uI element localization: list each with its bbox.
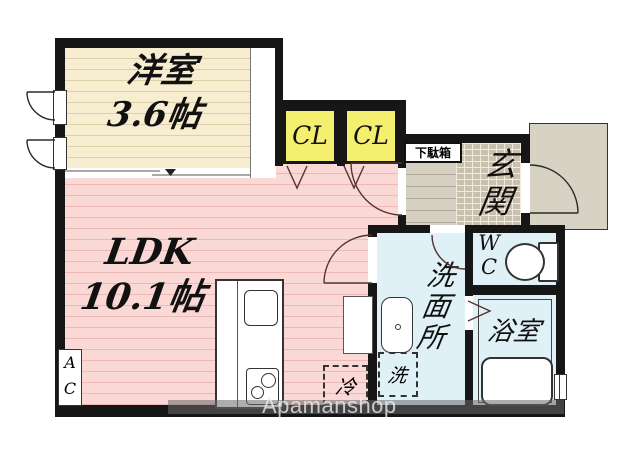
closet-left: CL — [283, 108, 337, 164]
wall-mid-horizontal — [368, 225, 565, 233]
washroom-char-2: 面 — [419, 289, 453, 323]
door-opening-bathroom — [465, 296, 473, 330]
washroom-char-3: 所 — [414, 320, 448, 354]
ac-label-c: C — [63, 378, 77, 398]
door-opening-entrance — [521, 163, 530, 213]
window-bathroom — [554, 374, 567, 400]
wall-closet-divider — [337, 103, 345, 166]
washroom-char-1: 洗 — [424, 259, 458, 292]
entrance-porch — [529, 123, 608, 230]
entrance-label: 玄 関 — [464, 145, 532, 222]
door-opening-hall-ldk — [398, 168, 406, 215]
ldk-size: 10.1帖 — [77, 276, 208, 318]
entrance-char-2: 関 — [475, 182, 515, 222]
ac-label-a: A — [64, 353, 76, 372]
western-room-name: 洋室 — [124, 51, 199, 91]
shoe-box: 下駄箱 — [404, 142, 462, 163]
hallway-floor-lines — [403, 174, 462, 225]
ldk-label: LDK 10.1帖 — [59, 230, 233, 320]
entrance-char-1: 玄 — [481, 145, 521, 184]
kitchen-counter — [215, 279, 284, 409]
sliding-partition — [65, 168, 250, 178]
door-opening-washroom-top — [430, 225, 465, 233]
wall-entrance-top — [402, 134, 530, 143]
toilet-bowl — [505, 243, 545, 281]
window-western-1 — [53, 90, 67, 125]
wall-right — [556, 225, 565, 417]
watermark-text: Apamanshop — [262, 393, 397, 418]
closet-left-label: CL — [292, 121, 328, 150]
kitchen-sink — [244, 290, 278, 326]
wall-top-western — [55, 38, 283, 48]
window-swing-1 — [26, 91, 56, 121]
wall-left — [55, 38, 65, 417]
closet-right: CL — [344, 108, 398, 164]
window-swing-2 — [26, 139, 56, 169]
washer-label: 洗 — [386, 365, 410, 387]
western-room-floor — [65, 48, 275, 168]
western-room-size: 3.6帖 — [104, 95, 205, 136]
stove — [246, 368, 279, 405]
closet-right-label: CL — [353, 121, 389, 150]
shoe-box-label: 下駄箱 — [414, 146, 451, 160]
wc-char-w: W — [478, 231, 500, 255]
ldk-name: LDK — [102, 231, 197, 273]
wc-label: W C — [472, 231, 506, 279]
stove-burner-1 — [261, 373, 276, 388]
window-western-2 — [53, 137, 67, 170]
ldk-side-counter — [343, 296, 373, 354]
wall-wc-bath-divider — [465, 285, 565, 295]
watermark-bar — [168, 400, 564, 414]
western-room-alcove — [250, 48, 276, 178]
sink-drain — [395, 324, 401, 330]
door-opening-ldk-washroom — [368, 237, 377, 283]
kitchen-counter-edge — [237, 281, 238, 407]
wc-char-c: C — [480, 255, 498, 280]
stove-burner-2 — [251, 386, 264, 399]
washer-space: 洗 — [378, 352, 418, 397]
western-room-label: 洋室 3.6帖 — [65, 49, 251, 137]
bathroom-label: 浴室 — [485, 317, 542, 347]
washroom-sink — [381, 297, 413, 353]
entrance-tile-floor — [456, 143, 521, 225]
ac-unit: A C — [58, 349, 82, 406]
